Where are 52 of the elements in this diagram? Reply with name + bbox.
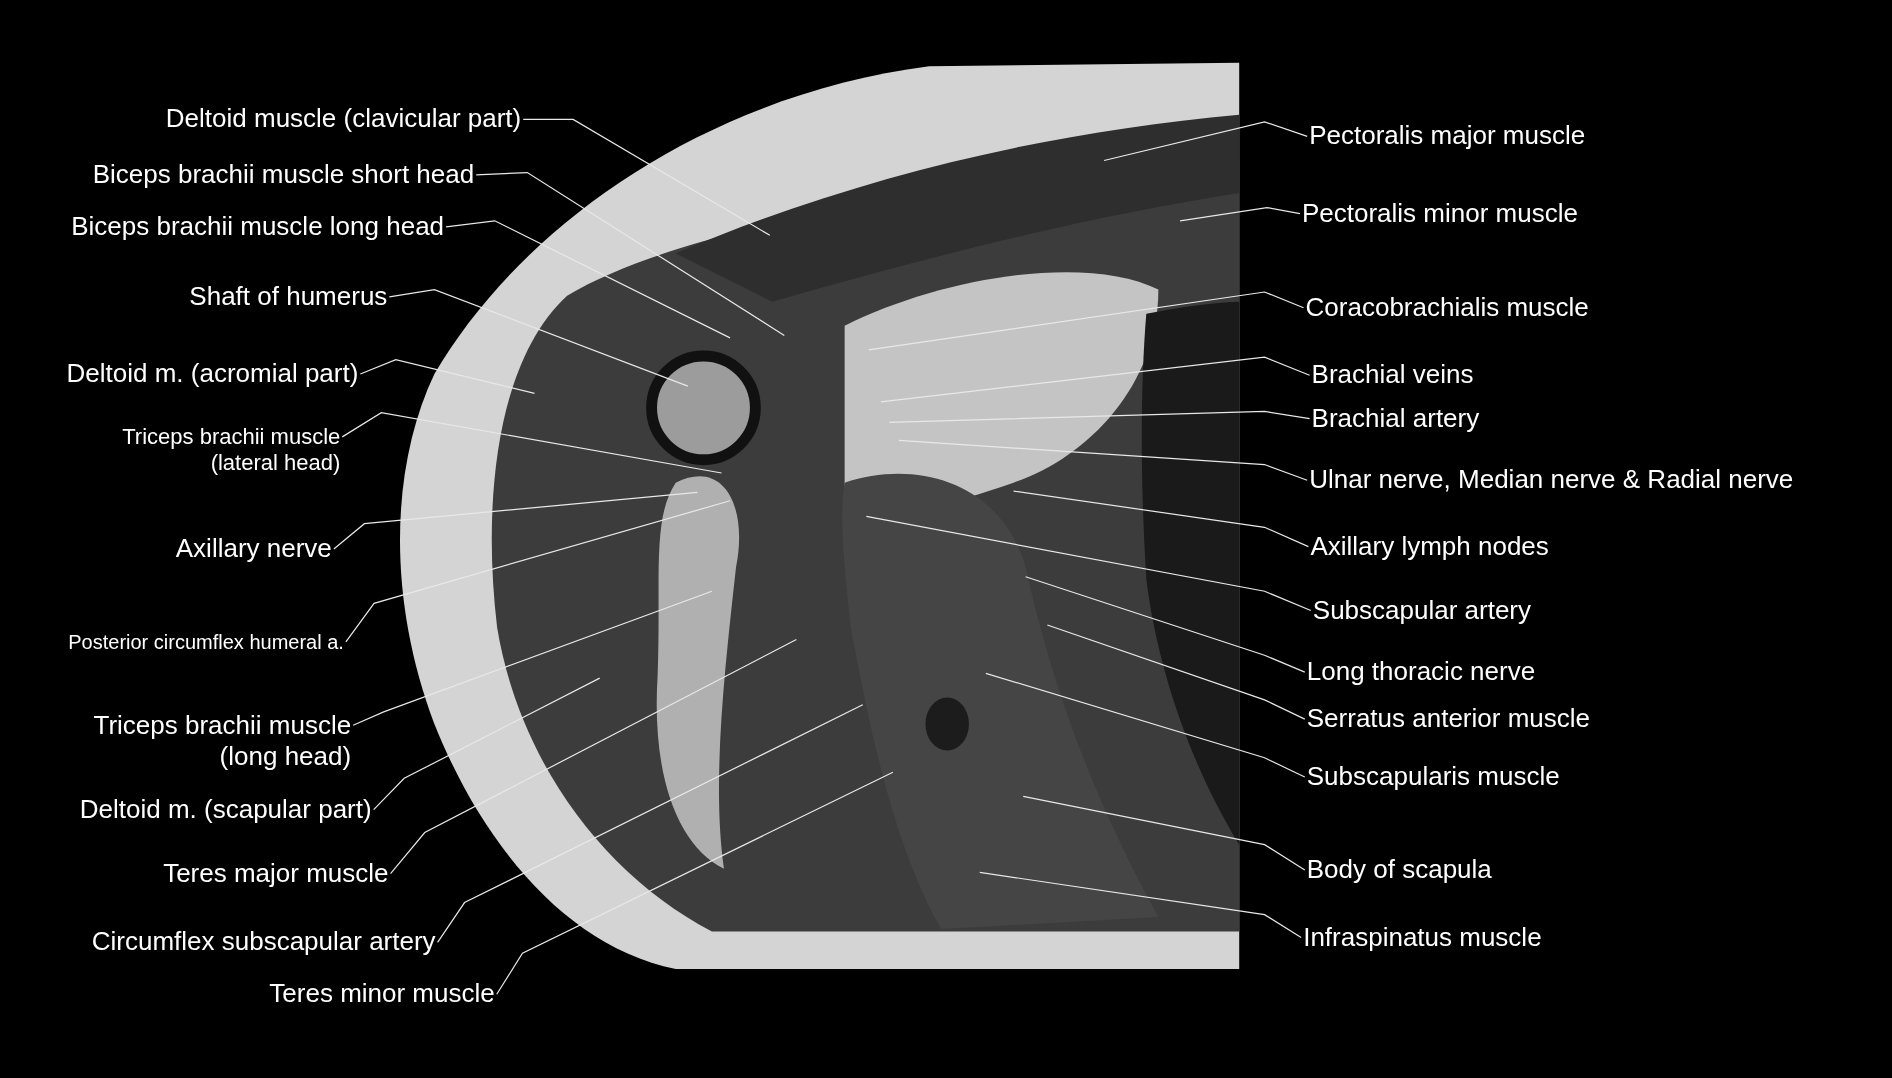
leader-line — [388, 288, 689, 387]
leader-line — [1022, 795, 1306, 871]
leader-line — [865, 515, 1312, 612]
leader-line — [898, 439, 1308, 481]
structure-label: Brachial veins — [1311, 359, 1474, 391]
leader-line — [341, 412, 723, 474]
structure-label: Subscapular artery — [1312, 594, 1532, 627]
structure-label: Biceps brachii muscle short head — [92, 159, 475, 191]
leader-line — [389, 638, 797, 875]
leader-line — [979, 871, 1302, 939]
structure-label: Long thoracic nerve — [1306, 656, 1536, 688]
leader-line — [352, 590, 713, 726]
structure-label: Deltoid m. (acromial part) — [66, 358, 359, 390]
structure-label: Shaft of humerus — [189, 281, 388, 313]
leader-line — [1179, 206, 1301, 222]
structure-label: Biceps brachii muscle long head — [71, 211, 445, 243]
structure-label: Infraspinatus muscle — [1303, 921, 1542, 954]
leader-line — [1046, 624, 1306, 720]
leader-line — [868, 291, 1305, 351]
leader-line — [1012, 490, 1309, 548]
leader-line — [359, 358, 536, 394]
structure-label: Circumflex subscapular artery — [91, 926, 436, 958]
structure-label: Triceps brachii muscle (lateral head) — [70, 423, 341, 477]
leader-line — [345, 500, 731, 643]
structure-label: Posterior circumflex humeral a. — [68, 629, 344, 654]
leader-line — [1025, 576, 1306, 673]
structure-label: Body of scapula — [1306, 854, 1492, 886]
structure-label: Coracobrachialis muscle — [1305, 292, 1589, 324]
leader-line — [985, 672, 1306, 778]
structure-label: Axillary lymph nodes — [1310, 531, 1549, 563]
leader-line — [1103, 121, 1308, 162]
structure-label: Subscapularis muscle — [1306, 761, 1560, 793]
structure-label: Ulnar nerve, Median nerve & Radial nerve — [1309, 464, 1794, 496]
structure-label: Deltoid muscle (clavicular part) — [165, 103, 522, 136]
leader-line — [496, 771, 894, 995]
structure-label: Deltoid m. (scapular part) — [79, 794, 372, 826]
leader-line — [475, 171, 785, 337]
leader-line — [522, 118, 771, 236]
structure-label: Pectoralis major muscle — [1309, 120, 1586, 152]
structure-label: Triceps brachii muscle (long head) — [51, 709, 352, 773]
leader-line — [373, 677, 601, 811]
leader-line — [880, 356, 1311, 403]
structure-label: Serratus anterior muscle — [1306, 703, 1590, 735]
leader-line — [333, 491, 699, 550]
structure-label: Brachial artery — [1311, 403, 1480, 435]
structure-label: Teres minor muscle — [269, 978, 495, 1010]
leader-line — [888, 410, 1311, 423]
structure-label: Teres major muscle — [163, 858, 389, 890]
leader-line — [437, 704, 864, 943]
structure-label: Pectoralis minor muscle — [1301, 197, 1578, 230]
structure-label: Axillary nerve — [175, 533, 332, 565]
leader-line — [445, 220, 731, 339]
